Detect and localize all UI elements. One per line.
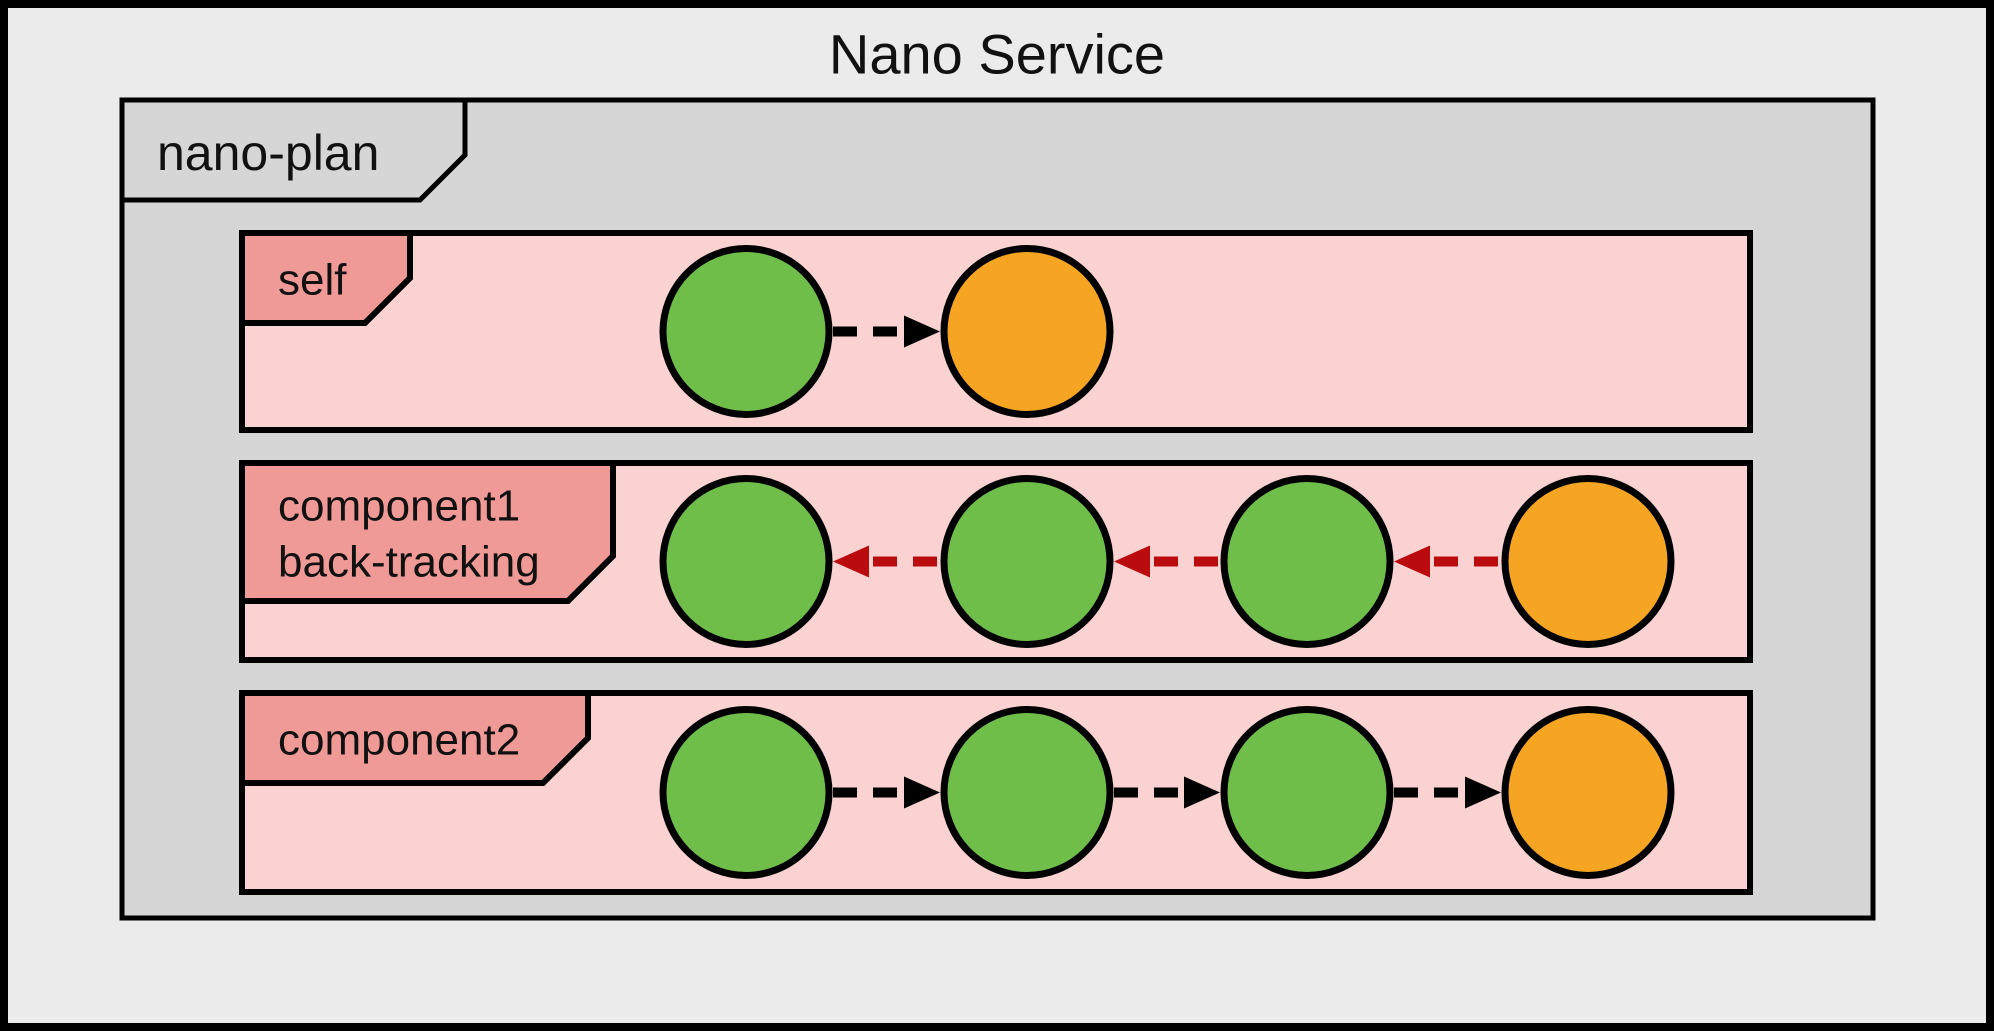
state-node-green <box>659 706 833 879</box>
lane-label: component2 <box>278 716 520 765</box>
lane-tab <box>239 230 413 326</box>
lane-component2: component2 <box>239 690 1753 895</box>
arrow-head <box>904 776 940 809</box>
lane-label: component1 <box>278 482 520 531</box>
nano-plan-tab <box>119 97 468 203</box>
arrow-head <box>1184 776 1220 809</box>
arrow-head <box>1114 545 1150 578</box>
lane-tab <box>239 690 591 786</box>
state-node-green <box>940 475 1114 648</box>
arrow-head <box>1465 776 1501 809</box>
state-node-green <box>1220 475 1394 648</box>
diagram-title: Nano Service <box>829 23 1165 86</box>
lane-tab <box>239 460 616 604</box>
state-node-green <box>659 245 833 418</box>
lanes-container: self component1 back-tracking component2 <box>239 230 1753 895</box>
arrow-head <box>904 315 940 348</box>
state-node-green <box>940 706 1114 879</box>
lane-component1: component1 back-tracking <box>239 460 1753 663</box>
nano-plan-label: nano-plan <box>157 125 379 181</box>
lane-self: self <box>239 230 1753 433</box>
state-node-orange <box>1501 475 1675 648</box>
state-node-orange <box>1501 706 1675 879</box>
lane-label: back-tracking <box>278 538 540 587</box>
arrow-head <box>833 545 869 578</box>
lane-label: self <box>278 256 347 305</box>
arrow-head <box>1394 545 1430 578</box>
state-node-green <box>659 475 833 648</box>
state-node-orange <box>940 245 1114 418</box>
state-node-green <box>1220 706 1394 879</box>
